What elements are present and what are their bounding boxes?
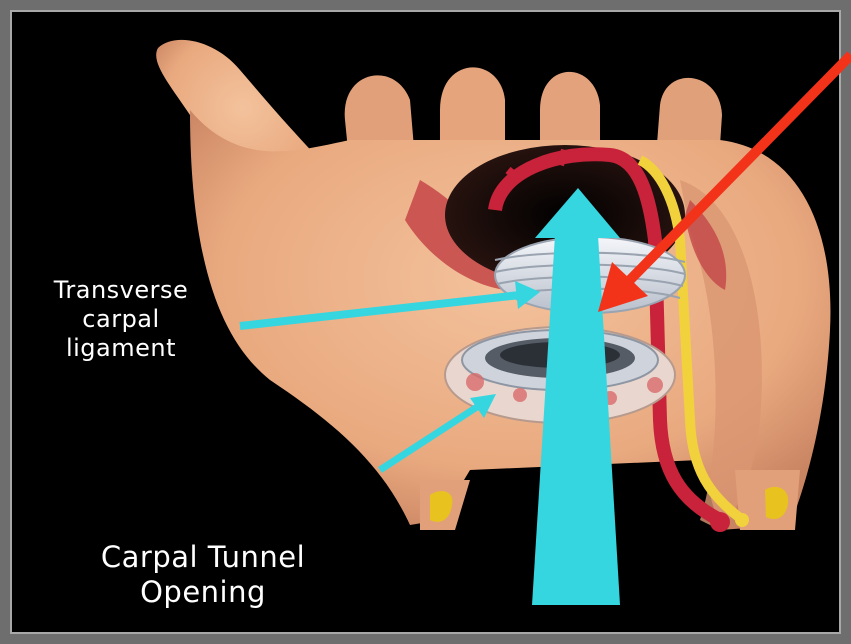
carpal-tunnel-opening-label: Carpal Tunnel Opening — [58, 540, 348, 610]
opening-label-line-1: Carpal Tunnel — [58, 540, 348, 575]
transverse-carpal-ligament-label: Transverse carpal ligament — [26, 276, 216, 363]
hand — [156, 40, 830, 530]
ligament-label-line-1: Transverse — [26, 276, 216, 305]
opening-label-line-2: Opening — [58, 575, 348, 610]
ligament-label-line-2: carpal — [26, 305, 216, 334]
ligament-label-line-3: ligament — [26, 334, 216, 363]
